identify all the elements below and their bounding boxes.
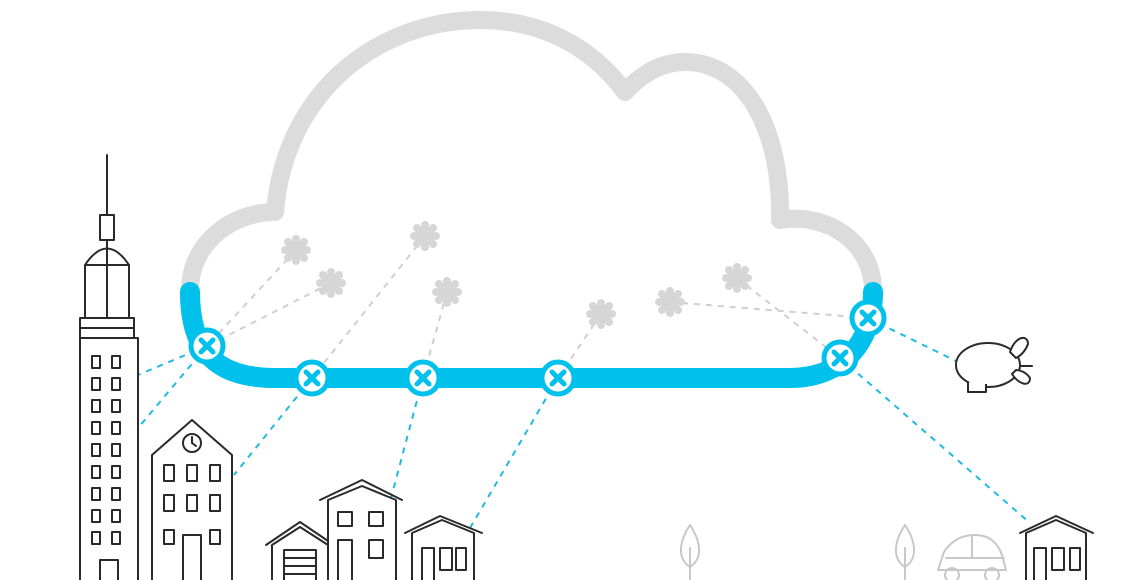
tree-icon	[680, 524, 700, 580]
device-link	[390, 377, 424, 499]
service-link	[311, 235, 426, 379]
edge-node-icon	[849, 299, 887, 337]
edge-node-icon	[404, 359, 442, 397]
cloud-service-gear-icon	[655, 287, 685, 317]
edge-node-icon	[821, 339, 859, 377]
device-link	[233, 377, 313, 476]
cloud-outline	[181, 11, 882, 299]
skyscraper-windows	[91, 355, 121, 545]
cloud-service-gear-icon	[722, 263, 752, 293]
cloud-icon	[181, 11, 882, 299]
edge-node-icon	[539, 359, 577, 397]
small-house-icon	[404, 515, 483, 580]
device-link	[839, 357, 1031, 524]
cloud-services	[281, 221, 752, 329]
townhouse-icon	[319, 479, 403, 580]
cloud-service-gear-icon	[432, 277, 462, 307]
cloud-service-gear-icon	[316, 268, 346, 298]
blimp-icon	[955, 336, 1033, 393]
cloud-service-gear-icon	[410, 221, 440, 251]
garage-house-icon	[265, 521, 335, 580]
cloud-service-gear-icon	[281, 235, 311, 265]
edge-network-line	[180, 282, 883, 388]
edge-nodes	[188, 299, 887, 397]
service-link	[669, 301, 869, 319]
tree-icon	[895, 524, 915, 580]
cloud-service-gear-icon	[586, 299, 616, 329]
service-link	[736, 277, 841, 359]
service-link	[206, 249, 297, 347]
device-links	[137, 317, 1031, 529]
clock-tower-building-icon	[151, 419, 233, 580]
edge-node-icon	[188, 327, 226, 365]
service-link	[206, 282, 332, 347]
device-link	[469, 377, 559, 529]
edge-node-icon	[293, 359, 331, 397]
car-icon	[937, 534, 1007, 580]
small-house-icon	[1019, 515, 1094, 580]
skyscraper-icon	[79, 154, 139, 580]
